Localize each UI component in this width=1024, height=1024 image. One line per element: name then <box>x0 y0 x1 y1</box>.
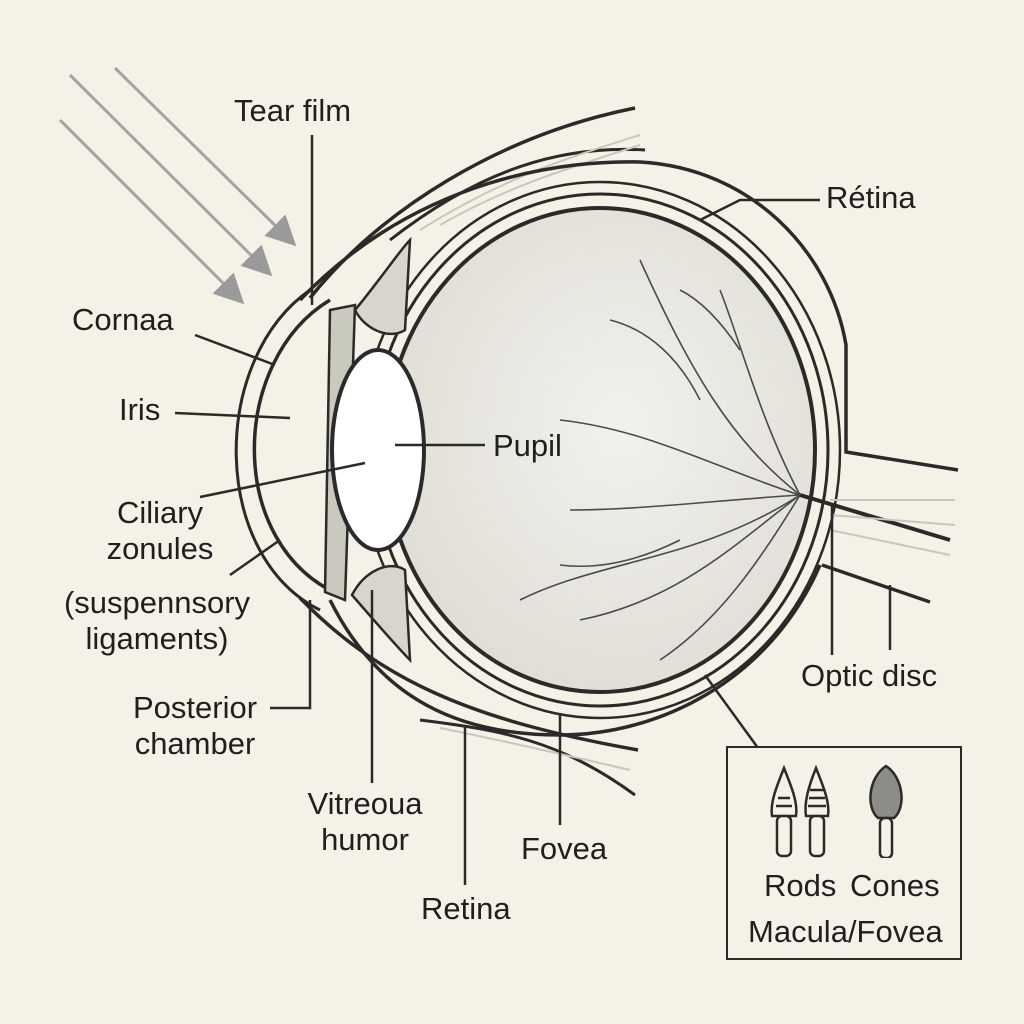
label-tear-film: Tear film <box>234 93 352 128</box>
label-posterior-chamber: Posterior chamber <box>122 690 268 762</box>
cone-cell <box>869 764 903 858</box>
retinal-vessels <box>519 259 801 661</box>
cornea-curve <box>252 298 341 597</box>
label-cornea: Cornaa <box>72 302 174 337</box>
label-vitreous-line1: Vitreoua <box>307 786 423 821</box>
photoreceptor-drawings <box>770 764 903 858</box>
label-posterior-line2: chamber <box>134 726 256 761</box>
optic-nerve <box>799 493 956 604</box>
light-rays <box>58 66 297 305</box>
label-suspensory-line2: ligaments) <box>85 621 229 656</box>
lens <box>330 348 426 552</box>
label-posterior-line1: Posterior <box>132 690 258 725</box>
inset-caption: Macula/Fovea <box>748 914 943 949</box>
inset-rods-label: Rods <box>764 868 837 903</box>
label-retina-top: Rétina <box>826 180 916 215</box>
vitreous-body <box>383 206 817 694</box>
label-vitreous-line2: humor <box>321 822 409 857</box>
label-vitreous-humor: Vitreoua humor <box>295 786 435 858</box>
label-ciliary-line2: zonules <box>106 531 214 566</box>
label-iris: Iris <box>119 392 161 427</box>
label-ciliary-line1: Ciliary <box>116 495 204 530</box>
label-suspensory-ligaments: (suspennsory ligaments) <box>52 585 262 657</box>
label-ciliary-zonules: Ciliary zonules <box>70 495 250 567</box>
label-fovea: Fovea <box>521 831 608 866</box>
photoreceptor-inset: Rods Cones Macula/Fovea <box>726 746 962 960</box>
sclera-outer <box>298 160 959 472</box>
leader-lines <box>174 135 892 885</box>
label-optic-disc: Optic disc <box>801 658 938 693</box>
inset-cones-label: Cones <box>850 868 940 903</box>
label-suspensory-line1: (suspennsory <box>63 585 251 620</box>
rod-cell-2 <box>804 764 830 858</box>
label-pupil: Pupil <box>493 428 562 463</box>
label-retina-bottom: Retina <box>421 891 511 926</box>
rod-cell-1 <box>770 764 798 858</box>
